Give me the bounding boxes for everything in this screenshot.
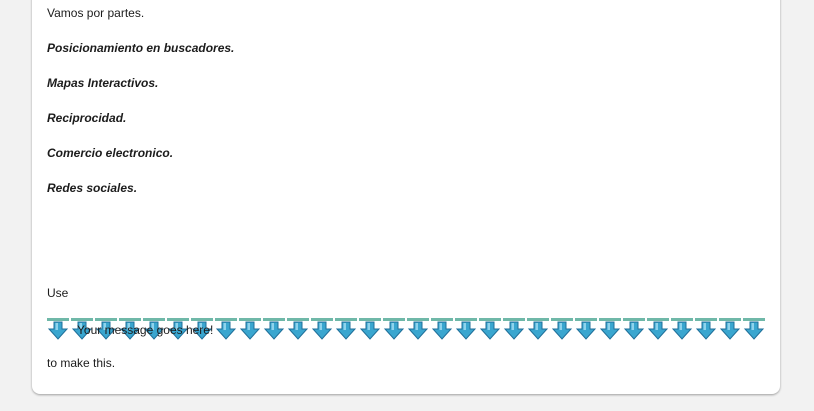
marquee-message: Your message goes here! [77, 323, 214, 337]
down-arrow-icon [359, 318, 381, 340]
down-arrow-icon [575, 318, 597, 340]
down-arrow-icon [623, 318, 645, 340]
down-arrow-icon [119, 318, 141, 340]
down-arrow-icon [671, 318, 693, 340]
down-arrow-icon [71, 318, 93, 340]
down-arrow-icon [527, 318, 549, 340]
down-arrow-icon [287, 318, 309, 340]
item-seo: Posicionamiento en buscadores. [47, 41, 235, 55]
down-arrow-icon [431, 318, 453, 340]
down-arrow-icon [239, 318, 261, 340]
down-arrow-icon [743, 318, 765, 340]
item-ecommerce: Comercio electronico. [47, 146, 174, 160]
down-arrow-icon [479, 318, 501, 340]
down-arrow-icon [719, 318, 741, 340]
arrow-marquee [47, 318, 767, 340]
down-arrow-icon [455, 318, 477, 340]
down-arrow-icon [383, 318, 405, 340]
down-arrow-icon [599, 318, 621, 340]
down-arrow-icon [311, 318, 333, 340]
down-arrow-icon [263, 318, 285, 340]
use-label: Use [47, 286, 69, 300]
down-arrow-icon [551, 318, 573, 340]
down-arrow-icon [95, 318, 117, 340]
item-reciprocity: Reciprocidad. [47, 111, 127, 125]
down-arrow-icon [143, 318, 165, 340]
item-social: Redes sociales. [47, 181, 138, 195]
down-arrow-icon [215, 318, 237, 340]
down-arrow-icon [647, 318, 669, 340]
down-arrow-icon [335, 318, 357, 340]
item-maps: Mapas Interactivos. [47, 76, 159, 90]
down-arrow-icon [407, 318, 429, 340]
intro-text: Vamos por partes. [47, 6, 145, 20]
outro-text: to make this. [47, 356, 116, 370]
down-arrow-icon [191, 318, 213, 340]
down-arrow-icon [167, 318, 189, 340]
down-arrow-icon [695, 318, 717, 340]
down-arrow-icon [47, 318, 69, 340]
down-arrow-icon [503, 318, 525, 340]
content-card: Vamos por partes. Posicionamiento en bus… [32, 0, 780, 394]
